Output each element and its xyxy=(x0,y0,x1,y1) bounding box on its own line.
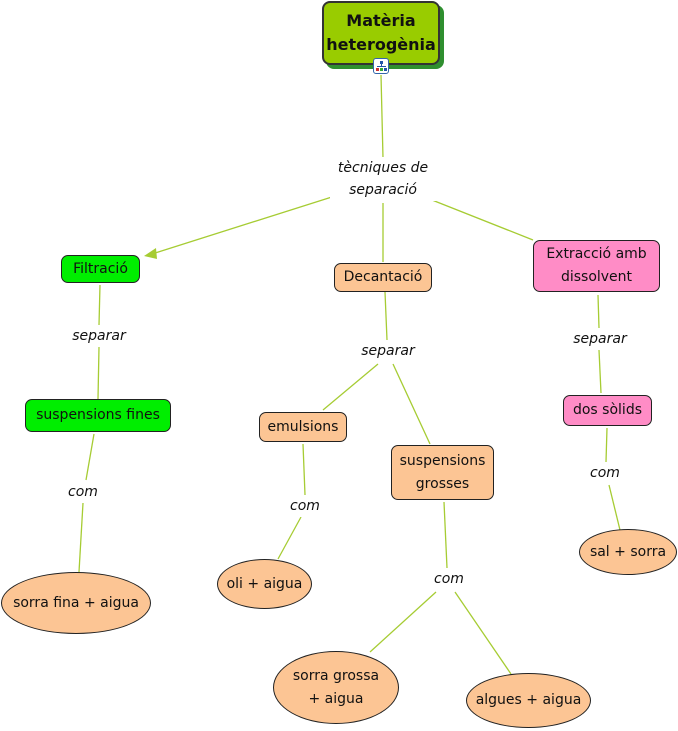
concept-label: sorra grossa + aigua xyxy=(292,667,380,707)
concept-dos-solids[interactable]: dos sòlids xyxy=(563,395,652,426)
link-separar: separar xyxy=(567,328,633,350)
connector xyxy=(302,443,306,496)
connector xyxy=(277,516,302,560)
connector xyxy=(608,484,621,531)
concept-algues-aigua[interactable]: algues + aigua xyxy=(466,673,591,728)
connector xyxy=(97,346,100,400)
connector xyxy=(605,427,608,463)
connector xyxy=(85,433,95,481)
concept-sal-sorra[interactable]: sal + sorra xyxy=(579,529,677,575)
concept-map-icon[interactable] xyxy=(373,58,389,74)
link-separar: separar xyxy=(355,340,421,362)
connector xyxy=(384,291,388,341)
connector xyxy=(598,349,602,394)
connector xyxy=(454,591,512,675)
concept-suspensions-fines[interactable]: suspensions fines xyxy=(25,399,171,432)
concept-label: emulsions xyxy=(267,418,339,435)
connector xyxy=(443,501,448,569)
root-concept[interactable]: Matèria heterogènia xyxy=(322,1,440,65)
root-label: Matèria heterogènia xyxy=(326,11,436,54)
connector xyxy=(431,199,534,241)
concept-label: sal + sorra xyxy=(589,543,667,560)
link-com: com xyxy=(284,495,326,517)
connector xyxy=(380,74,384,159)
concept-label: sorra fina + aigua xyxy=(13,594,139,611)
connector xyxy=(98,284,101,326)
concept-label: suspensions fines xyxy=(36,407,160,423)
connector xyxy=(392,363,431,445)
concept-label: suspensions grosses xyxy=(399,452,486,492)
concept-filtracio[interactable]: Filtració xyxy=(61,255,140,283)
concept-decantacio[interactable]: Decantació xyxy=(334,263,432,292)
link-com: com xyxy=(428,568,470,590)
connector xyxy=(597,294,600,329)
concept-suspensions-grosses[interactable]: suspensions grosses xyxy=(391,445,494,500)
concept-label: dos sòlids xyxy=(572,402,642,418)
link-com: com xyxy=(584,462,626,484)
connector xyxy=(369,591,437,653)
link-separar: separar xyxy=(66,325,132,347)
concept-sorra-fina-aigua[interactable]: sorra fina + aigua xyxy=(1,572,151,634)
link-com: com xyxy=(62,481,104,503)
concept-sorra-grossa-aigua[interactable]: sorra grossa + aigua xyxy=(273,651,399,724)
concept-label: algues + aigua xyxy=(475,692,582,708)
link-tecniques-de-separacio: tècniques de separació xyxy=(330,157,436,201)
concept-emulsions[interactable]: emulsions xyxy=(259,412,347,442)
concept-label: Decantació xyxy=(343,269,423,285)
connector xyxy=(151,195,336,255)
concept-label: Extracció amb dissolvent xyxy=(546,246,647,285)
concept-oli-aigua[interactable]: oli + aigua xyxy=(217,559,312,609)
concept-extraccio-amb-dissolvent[interactable]: Extracció amb dissolvent xyxy=(533,240,660,292)
arrowhead xyxy=(144,248,157,259)
concept-label: oli + aigua xyxy=(226,575,303,592)
connector xyxy=(78,502,84,573)
concept-label: Filtració xyxy=(73,260,128,277)
connector xyxy=(322,363,379,411)
